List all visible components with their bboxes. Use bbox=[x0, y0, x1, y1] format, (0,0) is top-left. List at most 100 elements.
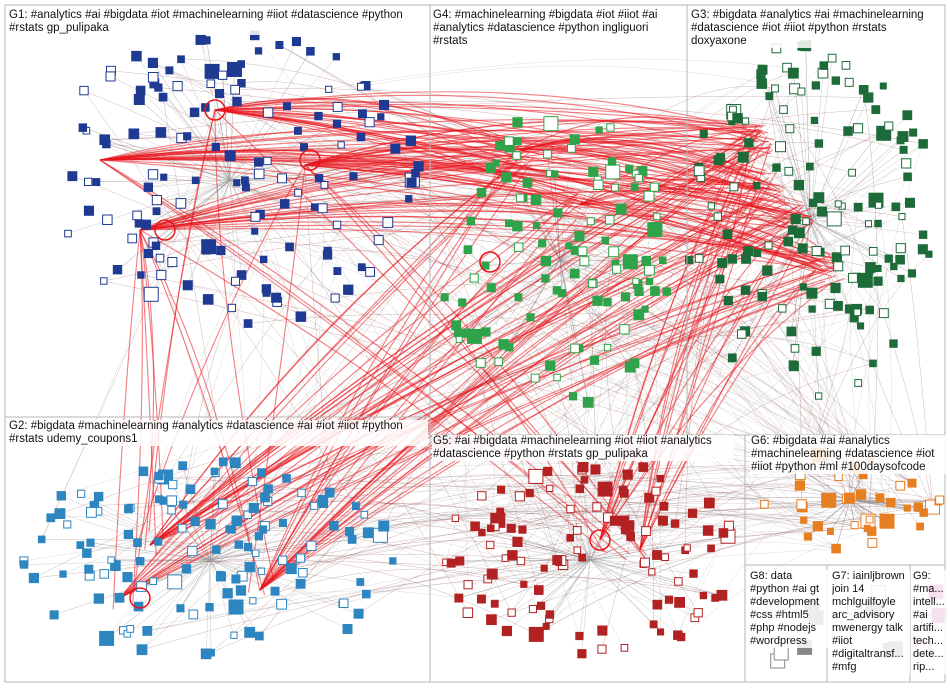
node-avatar bbox=[359, 110, 367, 118]
node-avatar bbox=[132, 51, 142, 61]
g9-line: tech... bbox=[913, 635, 947, 648]
node-avatar bbox=[574, 547, 581, 554]
node-avatar bbox=[143, 627, 152, 636]
node-avatar bbox=[148, 170, 157, 179]
node-avatar bbox=[535, 586, 544, 595]
node-avatar bbox=[333, 221, 340, 228]
node-avatar bbox=[892, 203, 900, 211]
node-avatar bbox=[814, 193, 824, 203]
node-avatar bbox=[694, 166, 704, 176]
g7-line: join 14 bbox=[832, 583, 910, 596]
node-avatar bbox=[741, 286, 750, 295]
node-avatar bbox=[232, 516, 242, 526]
node-avatar bbox=[333, 54, 339, 60]
node-avatar bbox=[776, 142, 786, 152]
g9-line: rip... bbox=[913, 661, 947, 674]
node-avatar bbox=[188, 546, 197, 555]
node-avatar bbox=[712, 595, 719, 602]
node-avatar bbox=[876, 202, 882, 208]
node-avatar bbox=[186, 485, 195, 494]
node-avatar bbox=[554, 374, 561, 381]
node-avatar bbox=[658, 629, 664, 635]
node-avatar bbox=[763, 266, 772, 275]
node-avatar bbox=[653, 551, 662, 560]
node-avatar bbox=[254, 169, 264, 179]
node-avatar bbox=[452, 515, 458, 521]
node-avatar bbox=[573, 527, 581, 535]
node-avatar bbox=[877, 128, 883, 134]
node-avatar bbox=[744, 247, 753, 256]
node-avatar bbox=[717, 275, 724, 282]
node-avatar bbox=[476, 358, 485, 367]
node-avatar bbox=[754, 250, 761, 257]
node-avatar bbox=[478, 492, 486, 500]
node-avatar bbox=[936, 496, 944, 504]
node-avatar bbox=[845, 78, 853, 86]
node-avatar bbox=[189, 610, 198, 619]
node-avatar bbox=[641, 558, 650, 567]
node-avatar bbox=[598, 482, 612, 496]
node-avatar bbox=[684, 545, 690, 551]
node-avatar bbox=[263, 108, 272, 117]
node-avatar bbox=[784, 237, 793, 246]
node-avatar bbox=[694, 609, 702, 617]
g9-line: G9: bbox=[913, 570, 947, 583]
node-avatar bbox=[487, 284, 495, 292]
node-avatar bbox=[539, 240, 546, 247]
node-avatar bbox=[552, 171, 558, 177]
node-avatar bbox=[148, 58, 157, 67]
node-avatar bbox=[643, 256, 651, 264]
node-avatar bbox=[178, 56, 185, 63]
node-avatar bbox=[724, 296, 732, 304]
node-avatar bbox=[311, 502, 318, 509]
node-avatar bbox=[452, 321, 461, 330]
node-avatar bbox=[184, 133, 191, 140]
node-avatar bbox=[812, 82, 819, 89]
node-avatar bbox=[127, 626, 134, 633]
node-avatar bbox=[178, 524, 186, 532]
node-avatar bbox=[897, 137, 904, 144]
group-label-g8: G8: data #python #ai gt #development #cs… bbox=[750, 570, 828, 648]
node-avatar bbox=[87, 508, 97, 518]
node-avatar bbox=[206, 604, 213, 611]
node-avatar bbox=[842, 62, 850, 70]
node-avatar bbox=[498, 486, 505, 493]
g9-line: #ma... bbox=[913, 583, 947, 596]
node-avatar bbox=[350, 173, 357, 180]
node-avatar bbox=[813, 522, 822, 531]
node-avatar bbox=[642, 527, 651, 536]
node-avatar bbox=[728, 255, 736, 263]
node-avatar bbox=[340, 599, 349, 608]
node-avatar bbox=[106, 72, 115, 81]
node-avatar bbox=[497, 508, 504, 515]
node-avatar bbox=[662, 554, 669, 561]
node-avatar bbox=[678, 633, 685, 640]
node-avatar bbox=[804, 533, 811, 540]
node-avatar bbox=[812, 347, 820, 355]
node-avatar bbox=[488, 525, 495, 532]
node-avatar bbox=[874, 277, 882, 285]
node-avatar bbox=[406, 136, 415, 145]
node-avatar bbox=[797, 500, 806, 509]
node-avatar bbox=[153, 208, 160, 215]
node-avatar bbox=[296, 312, 306, 322]
node-avatar bbox=[794, 180, 803, 189]
node-avatar bbox=[703, 526, 713, 536]
node-avatar bbox=[279, 519, 286, 526]
node-avatar bbox=[578, 247, 587, 256]
node-avatar bbox=[64, 521, 71, 528]
node-avatar bbox=[83, 549, 92, 558]
node-avatar bbox=[125, 505, 133, 513]
node-avatar bbox=[233, 97, 241, 105]
node-avatar bbox=[854, 124, 863, 133]
edge-inter bbox=[283, 560, 537, 634]
node-avatar bbox=[491, 600, 498, 607]
node-avatar bbox=[315, 112, 322, 119]
node-avatar bbox=[123, 573, 132, 582]
node-avatar bbox=[832, 544, 841, 553]
node-avatar bbox=[543, 623, 549, 629]
node-avatar bbox=[507, 524, 515, 532]
node-avatar bbox=[533, 222, 539, 228]
node-avatar bbox=[866, 306, 874, 314]
node-avatar bbox=[264, 485, 272, 493]
